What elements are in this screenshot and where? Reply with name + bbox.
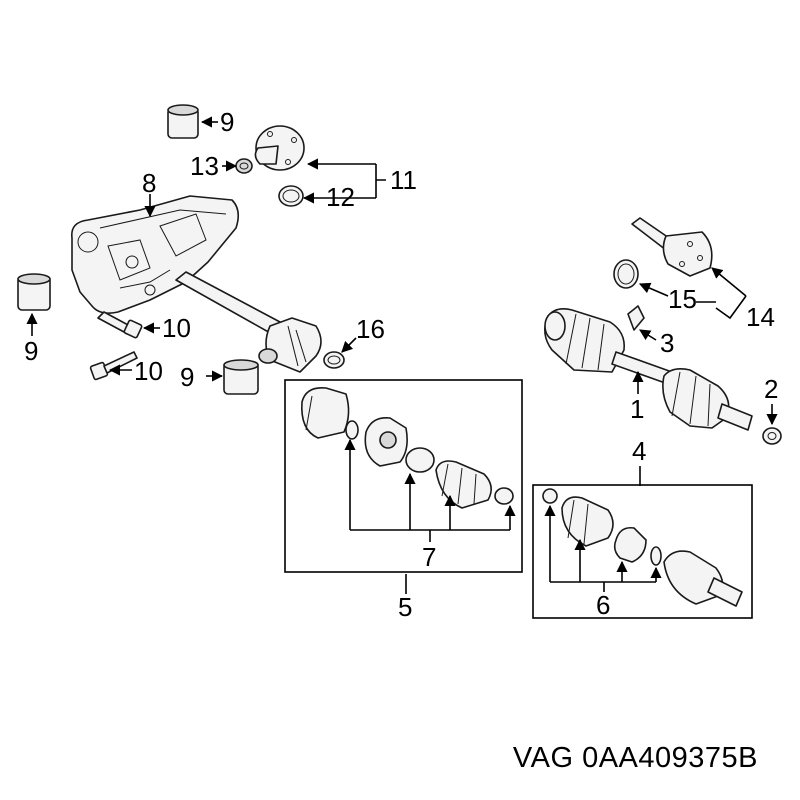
callout-16: 16 (356, 314, 385, 344)
bolt-lower (89, 351, 138, 381)
part-number-label: VAG 0AA409375B (512, 742, 758, 774)
kit-box-5 (284, 379, 523, 573)
callout-2: 2 (764, 374, 778, 404)
callout-10-lower: 10 (134, 356, 163, 386)
callout-6: 6 (596, 590, 610, 620)
inner-joint-kit (301, 386, 514, 509)
bushing-left (17, 273, 51, 311)
callout-14: 14 (746, 302, 775, 332)
callout-9-top: 9 (220, 107, 234, 137)
kit-box-4 (532, 484, 753, 619)
callout-3: 3 (660, 328, 674, 358)
seal-13 (235, 158, 253, 174)
drive-flange (254, 125, 305, 171)
leader-lines (26, 116, 778, 594)
callout-9-left: 9 (24, 336, 38, 366)
callout-15: 15 (668, 284, 697, 314)
bushing-bottom (223, 359, 259, 395)
differential-housing (71, 195, 322, 373)
drive-shaft (544, 308, 753, 431)
callout-4: 4 (632, 436, 646, 466)
callout-10-upper: 10 (162, 313, 191, 343)
callout-labels: 9 13 11 12 8 9 10 10 9 16 7 5 6 4 1 2 3 … (24, 107, 778, 622)
callout-9-bottom: 9 (180, 362, 194, 392)
bracket-3 (627, 305, 645, 331)
seal-12 (278, 185, 304, 207)
seal-15 (613, 259, 639, 289)
nut-2 (762, 427, 782, 445)
callout-7: 7 (422, 542, 436, 572)
bolt-upper (97, 311, 143, 339)
stub-shaft (631, 217, 713, 277)
callout-1: 1 (630, 394, 644, 424)
seal-16 (323, 351, 345, 369)
callout-11: 11 (390, 165, 417, 195)
callout-13: 13 (190, 151, 219, 181)
outer-joint-kit (542, 488, 743, 607)
callout-5: 5 (398, 592, 412, 622)
callout-12: 12 (326, 182, 355, 212)
callout-8: 8 (142, 168, 156, 198)
bushing-top (167, 104, 199, 139)
